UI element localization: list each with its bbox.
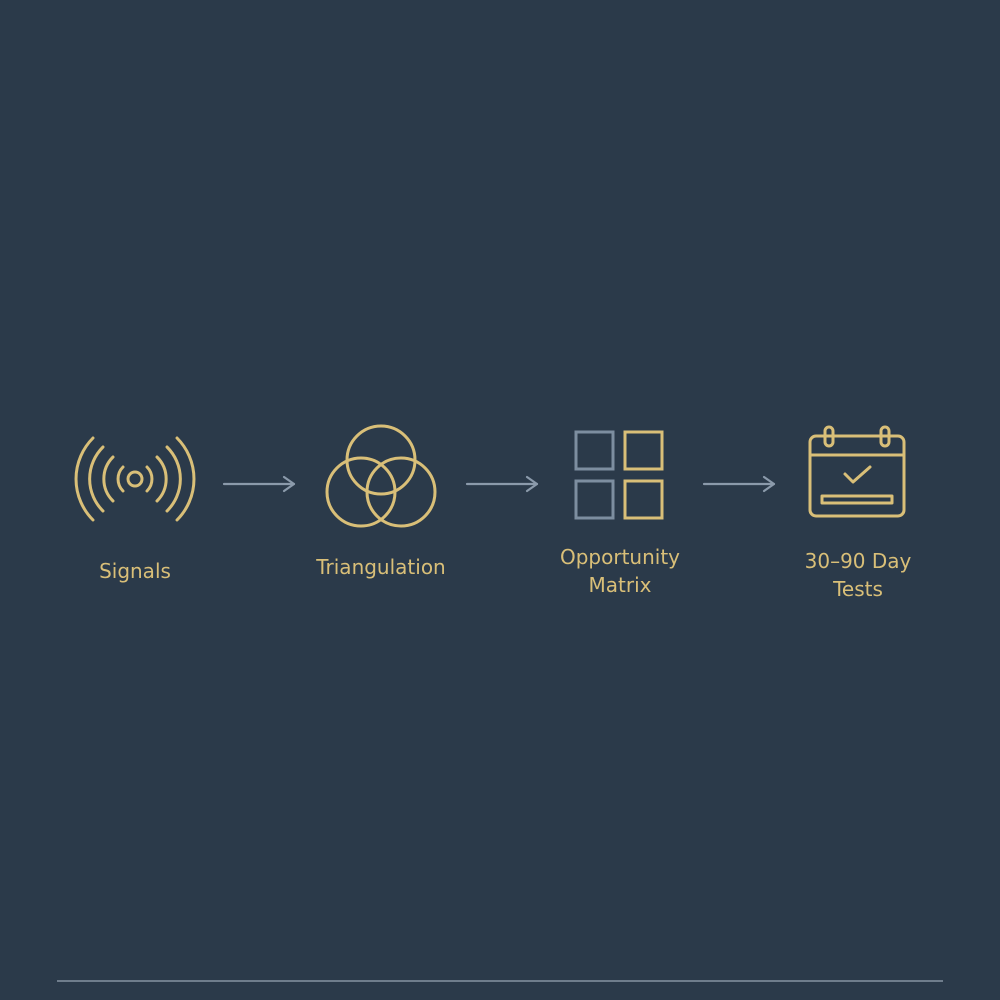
step-label-line: Opportunity — [559, 545, 681, 569]
arrow-right-icon — [702, 474, 778, 498]
signal-waves-icon — [70, 432, 200, 527]
step-label-line: Tests — [833, 577, 883, 601]
arrow-right-icon — [222, 474, 298, 498]
step-label-opportunity-matrix: Opportunity Matrix — [540, 543, 700, 599]
venn-circles-icon — [322, 422, 440, 532]
step-label-triangulation: Triangulation — [316, 555, 446, 579]
step-label-line: 30–90 Day — [804, 549, 912, 573]
calendar-check-icon — [806, 424, 908, 520]
step-label-signals: Signals — [99, 559, 171, 583]
footer-divider — [57, 980, 943, 982]
step-label-line: Matrix — [588, 573, 652, 597]
arrow-right-icon — [465, 474, 541, 498]
step-label-tests: 30–90 Day Tests — [778, 547, 938, 603]
grid-squares-icon — [574, 430, 666, 522]
